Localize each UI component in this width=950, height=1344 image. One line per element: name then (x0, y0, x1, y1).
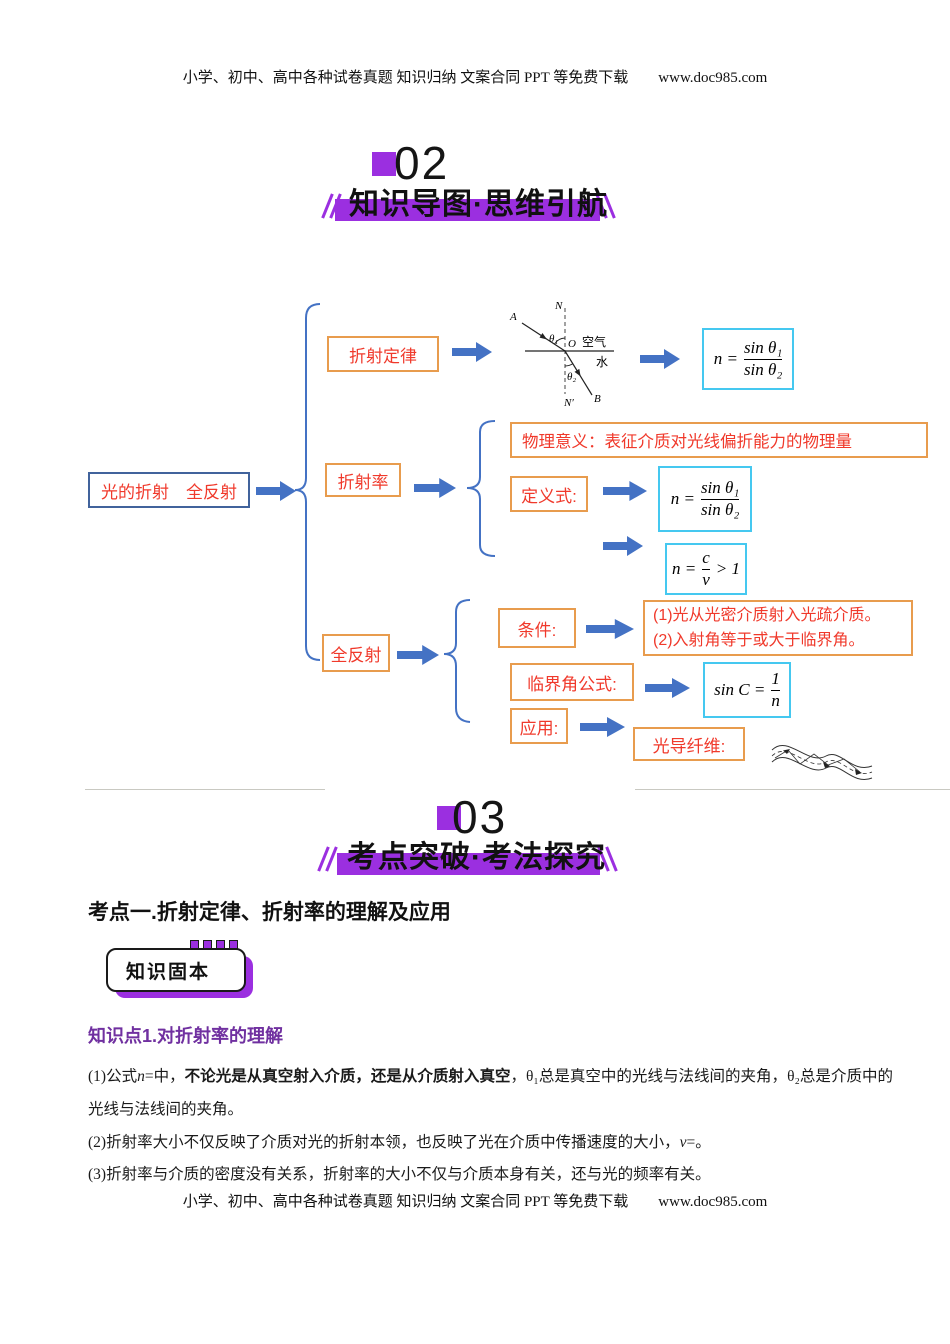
application-label-box: 应用: (510, 708, 568, 744)
refraction-law-node: 折射定律 (327, 336, 439, 372)
paragraph-3: (3)折射率与介质的密度没有关系，折射率的大小不仅与介质本身有关，还与光的频率有… (88, 1166, 711, 1183)
section-03-title: 考点突破·考法探究 (347, 841, 606, 874)
header-text: 小学、初中、高中各种试卷真题 知识归纳 文案合同 PPT 等免费下载 www.d… (182, 70, 768, 86)
label-water: 水 (596, 355, 608, 369)
knowledge-point-heading: 知识点1.对折射率的理解 (88, 1026, 284, 1046)
brace-refractive-index (466, 420, 496, 557)
ray-arrowhead-icon (539, 333, 547, 340)
page-break-line (85, 789, 325, 790)
optical-fiber-sketch (771, 744, 873, 780)
label-O: O (568, 338, 576, 350)
knowledge-badge: 知识固本 (106, 940, 261, 1002)
refractive-index-node: 折射率 (325, 463, 401, 497)
label-theta1: θ₁ (549, 333, 558, 345)
optical-fiber-box: 光导纤维: (633, 727, 745, 761)
label-N: N (554, 300, 563, 312)
section-02-title-bar (335, 199, 600, 221)
paragraph-1: (1)公式n=中，不论光是从真空射入介质，还是从介质射入真空，θ₁总是真空中的光… (88, 1068, 893, 1118)
label-A: A (509, 311, 517, 323)
badge-label: 知识固本 (126, 961, 211, 983)
ray-diagram: A N θ₁ O 空气 水 θ₂ N′ B (509, 300, 614, 409)
ray-arrowhead-icon (574, 368, 581, 377)
conditions-box: (1)光从光密介质射入光疏介质。 (2)入射角等于或大于临界角。 (643, 600, 913, 656)
definition-label-box: 定义式: (510, 476, 588, 512)
brace-root (294, 303, 321, 661)
section-03-title-bar (337, 853, 600, 875)
label-N-prime: N′ (563, 397, 574, 409)
section-02-number: 02 (394, 137, 450, 189)
badge-body: 知识固本 (106, 948, 246, 992)
page-break-line (635, 789, 950, 790)
paragraph-2: (2)折射率大小不仅反映了介质对光的折射本领，也反映了光在介质中传播速度的大小，… (88, 1134, 711, 1151)
angle-arc (554, 337, 566, 345)
root-node: 光的折射 全反射 (88, 472, 250, 508)
footer-text: 小学、初中、高中各种试卷真题 知识归纳 文案合同 PPT 等免费下载 www.d… (182, 1194, 768, 1210)
section-03-number: 03 (452, 791, 508, 843)
condition-label-box: 条件: (498, 608, 576, 648)
section-02-title: 知识导图·思维引航 (349, 188, 608, 221)
brace-total-reflection (443, 599, 471, 723)
angle-arc (564, 363, 574, 367)
critical-angle-label-box: 临界角公式: (510, 663, 634, 701)
section-02-square (372, 152, 396, 176)
exam-point-heading: 考点一.折射定律、折射率的理解及应用 (88, 901, 451, 924)
section-03-square (437, 806, 461, 830)
total-reflection-node: 全反射 (322, 634, 390, 672)
physical-meaning-box: 物理意义：表征介质对光线偏折能力的物理量 (510, 422, 928, 458)
label-B: B (594, 393, 601, 405)
label-air: 空气 (582, 334, 606, 349)
label-theta2: θ₂ (567, 371, 576, 383)
